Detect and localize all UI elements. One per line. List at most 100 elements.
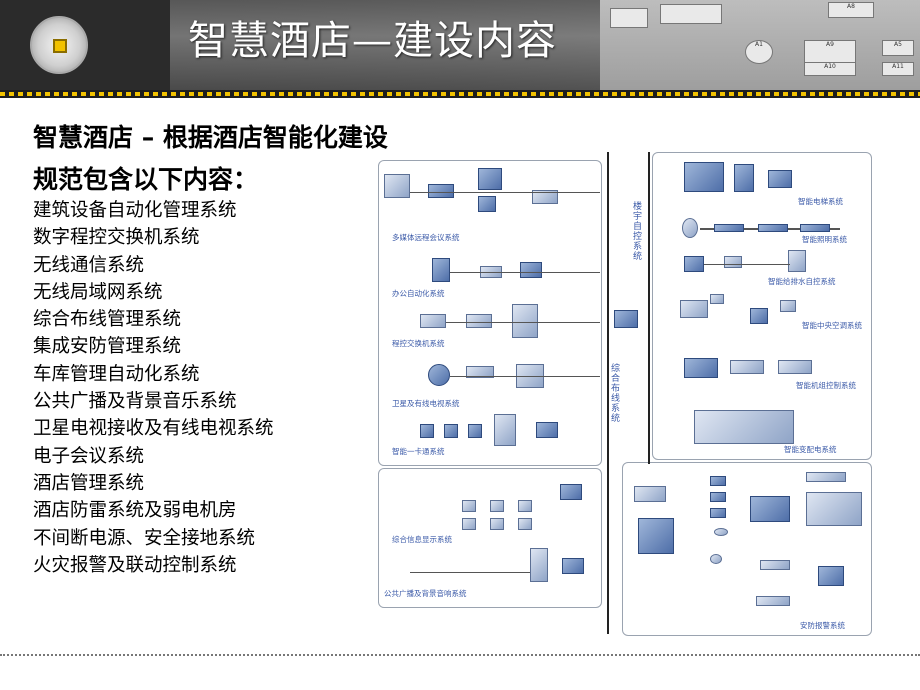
- list-item: 火灾报警及联动控制系统: [33, 554, 237, 576]
- recorder-icon: [760, 560, 790, 570]
- map-block-a5: A5: [882, 40, 914, 56]
- camera-icon: [710, 508, 726, 518]
- header-building-photo: [170, 0, 600, 90]
- info-display-system-label: 综合信息显示系统: [392, 535, 452, 544]
- amplifier-rack-icon: [530, 548, 548, 582]
- pbx-cabinet-icon: [512, 304, 538, 338]
- antenna-icon: [466, 366, 494, 378]
- video-wall-icon: [806, 492, 862, 526]
- server-rack-icon: [432, 258, 450, 282]
- list-item: 建筑设备自动化管理系统: [33, 200, 237, 221]
- bas-spine-label: 楼宇自控系统: [633, 202, 643, 262]
- monitor-icon: [780, 300, 796, 312]
- list-item: 综合布线管理系统: [33, 309, 182, 331]
- pbx-system-label: 程控交换机系统: [392, 339, 445, 348]
- header-divider: [0, 90, 920, 98]
- elevator-door-icon: [734, 164, 754, 192]
- multimedia-system-label: 多媒体远程会议系统: [392, 233, 460, 242]
- display-icon: [462, 500, 476, 512]
- hvac-system-label: 智能中央空调系统: [802, 321, 862, 330]
- secondary-spine-line: [648, 152, 650, 464]
- pc-icon: [520, 262, 542, 278]
- camera-icon: [478, 168, 502, 190]
- hvac-controller-icon: [750, 308, 768, 324]
- pc-icon: [560, 484, 582, 500]
- link-line: [450, 376, 600, 377]
- map-block-a8: A8: [828, 2, 874, 18]
- camera-icon: [710, 476, 726, 486]
- display-icon: [490, 518, 504, 530]
- terminal-icon: [532, 190, 558, 204]
- map-block-a10: A10: [804, 62, 856, 76]
- list-item: 酒店防雷系统及弱电机房: [33, 500, 237, 522]
- intro-heading-line2: 规范包含以下内容：: [33, 165, 259, 194]
- map-block: [610, 8, 648, 28]
- footer-dotted-line: [0, 654, 920, 656]
- satellite-tv-system-label: 卫星及有线电视系统: [392, 399, 460, 408]
- speaker-bus-line: [410, 572, 530, 573]
- link-line: [446, 322, 600, 323]
- light-module-icon: [800, 224, 830, 232]
- label-box-icon: [806, 472, 846, 482]
- tank-icon: [788, 250, 806, 272]
- link-line: [410, 192, 600, 193]
- display-icon: [462, 518, 476, 530]
- pc-icon: [562, 558, 584, 574]
- monitor-icon: [818, 566, 844, 586]
- chiller-icon: [680, 300, 708, 318]
- display-icon: [518, 500, 532, 512]
- system-architecture-diagram: 楼宇自控系统 综合布线系统 多媒体远程会议系统 办公自动化系统 程控交换机系统 …: [370, 152, 875, 637]
- speaker-icon: [478, 196, 496, 212]
- card-reader-icon: [420, 424, 434, 438]
- map-block-a9: A9: [804, 40, 856, 64]
- page-title: 智慧酒店—建设内容: [188, 18, 557, 64]
- bulb-icon: [682, 218, 698, 238]
- power-system-label: 智能变配电系统: [784, 445, 837, 454]
- logo-square-icon: [53, 39, 67, 53]
- list-item: 不间断电源、安全接地系统: [33, 527, 256, 549]
- elevator-system-label: 智能电梯系统: [798, 197, 843, 206]
- controller-icon: [494, 414, 516, 446]
- lighting-system-label: 智能照明系统: [802, 235, 847, 244]
- light-module-icon: [758, 224, 788, 232]
- header-banner: A8 A9 A1 A10 A11 A5 智慧酒店—建设内容: [0, 0, 920, 90]
- keyboard-icon: [634, 486, 666, 502]
- link-line: [704, 264, 790, 265]
- card-reader-icon: [444, 424, 458, 438]
- list-item: 数字程控交换机系统: [33, 227, 200, 249]
- list-item: 集成安防管理系统: [33, 336, 182, 358]
- unit-icon: [730, 360, 764, 374]
- list-item: 无线通信系统: [33, 254, 145, 276]
- monitor-icon: [710, 294, 724, 304]
- map-block-a1: A1: [745, 40, 773, 64]
- logo-icon: [30, 16, 88, 74]
- display-icon: [490, 500, 504, 512]
- systems-list: 建筑设备自动化管理系统 数字程控交换机系统 无线通信系统 无线局域网系统 综合布…: [33, 197, 274, 579]
- security-system-label: 安防报警系统: [800, 621, 845, 630]
- elevator-controller-icon: [768, 170, 792, 188]
- office-system-label: 办公自动化系统: [392, 289, 445, 298]
- machine-system-label: 智能机组控制系统: [796, 381, 856, 390]
- valve-icon: [724, 256, 742, 268]
- list-item: 无线局域网系统: [33, 281, 163, 303]
- main-spine-line: [607, 152, 609, 634]
- map-block: [660, 4, 722, 24]
- pbx-icon: [466, 314, 492, 328]
- alarm-host-icon: [756, 596, 790, 606]
- security-workstation-icon: [638, 518, 674, 554]
- cabling-spine-label: 综合布线系统: [611, 364, 621, 424]
- video-codec-icon: [428, 184, 454, 198]
- card-system-label: 智能一卡通系统: [392, 447, 445, 456]
- satellite-dish-icon: [428, 364, 450, 386]
- elevator-icon: [684, 162, 724, 192]
- broadcast-system-label: 公共广播及背景音响系统: [384, 589, 467, 598]
- sensor-icon: [710, 554, 722, 564]
- pbx-icon: [420, 314, 446, 328]
- unit-icon: [778, 360, 812, 374]
- link-line: [450, 272, 600, 273]
- projector-screen-icon: [384, 174, 410, 198]
- dome-camera-icon: [714, 528, 728, 536]
- camera-icon: [710, 492, 726, 502]
- water-system-label: 智能给排水自控系统: [768, 277, 836, 286]
- display-icon: [518, 518, 532, 530]
